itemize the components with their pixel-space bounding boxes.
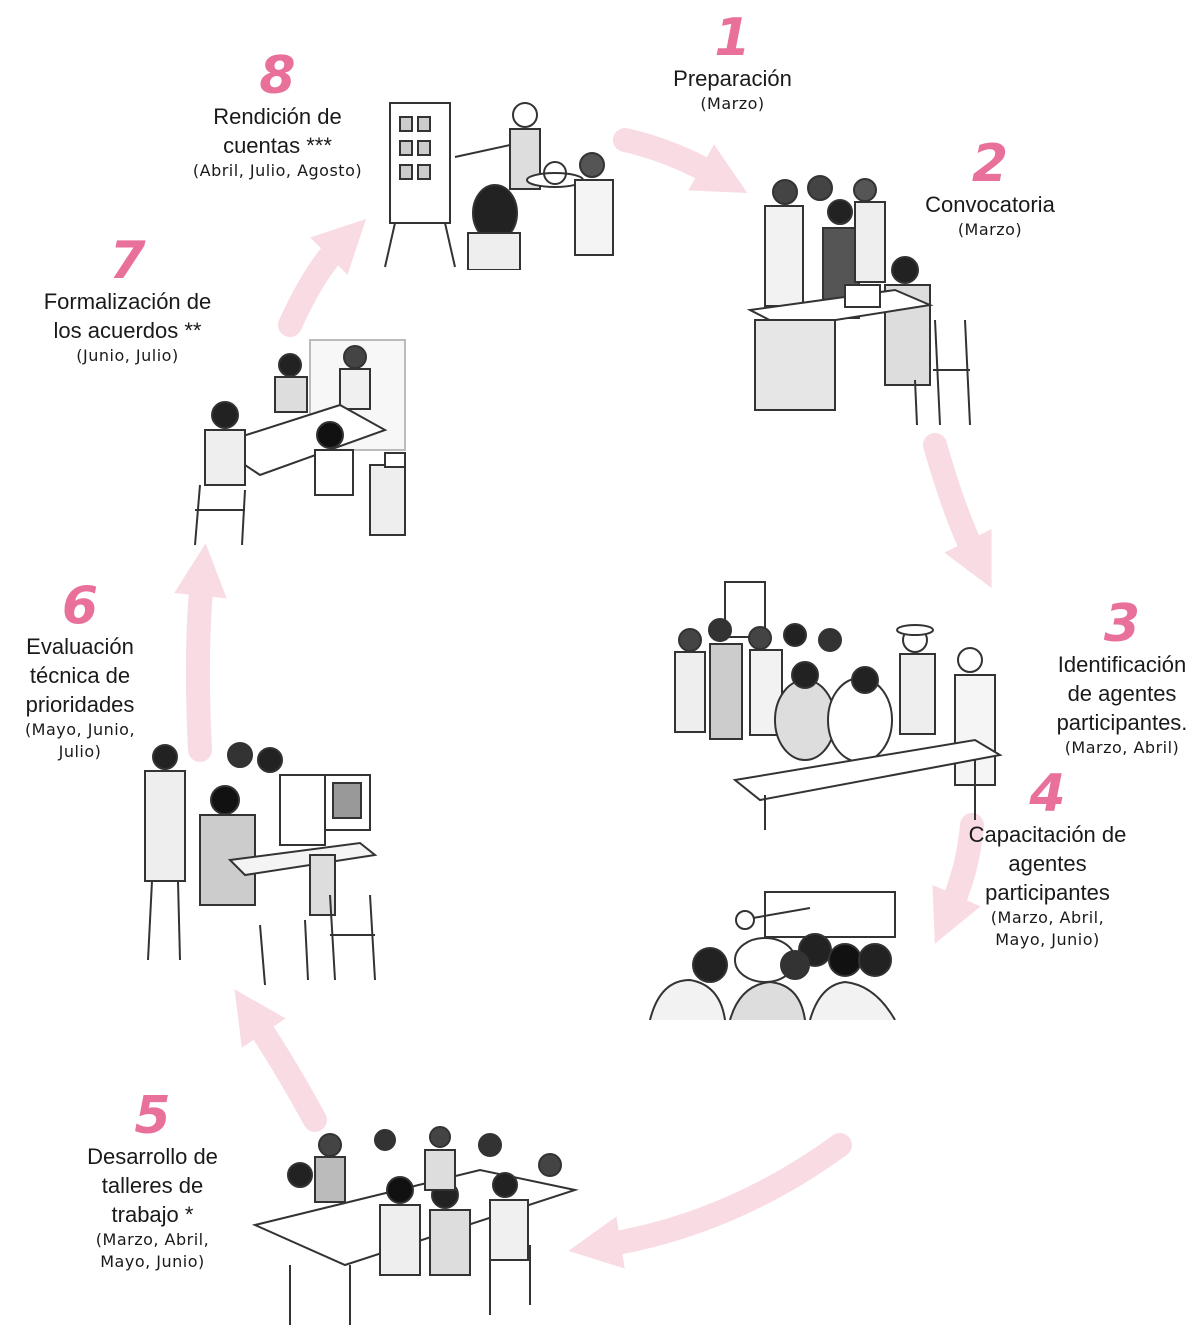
arrow-8-to-1 bbox=[613, 128, 748, 193]
registration-desk-illustration bbox=[745, 170, 975, 435]
arrow-2-to-3 bbox=[923, 433, 992, 589]
step-1-months: (Marzo) bbox=[700, 94, 765, 113]
arrow-5-to-6 bbox=[234, 989, 327, 1132]
step-2-number: 2 bbox=[971, 134, 1009, 194]
arrow-4-to-5 bbox=[568, 1133, 852, 1269]
step-7-title: Formalización de los acuerdos ** bbox=[43, 289, 212, 343]
step-3-months: (Marzo, Abril) bbox=[1064, 738, 1180, 757]
step-8-months: (Abril, Julio, Agosto) bbox=[192, 161, 363, 180]
step-6-title: Evaluación técnica de prioridades bbox=[25, 634, 135, 717]
step-4: 4 Capacitación de agentes participantes … bbox=[950, 768, 1145, 951]
step-4-title: Capacitación de agentes participantes bbox=[968, 822, 1127, 905]
accountability-presentation-illustration bbox=[370, 95, 620, 270]
step-6-number: 6 bbox=[61, 576, 99, 636]
step-7-number: 7 bbox=[109, 231, 146, 291]
step-7-months: (Junio, Julio) bbox=[76, 346, 179, 365]
step-3-title: Identificación de agentes participantes. bbox=[1056, 652, 1188, 735]
meeting-agreements-illustration bbox=[180, 335, 410, 550]
step-1-title: Preparación bbox=[673, 66, 792, 91]
group-identification-illustration bbox=[665, 580, 1010, 835]
step-5-number: 5 bbox=[134, 1086, 171, 1146]
arrow-3-to-4 bbox=[932, 813, 984, 944]
step-1: 1 Preparación (Marzo) bbox=[640, 12, 825, 115]
step-5-months: (Marzo, Abril, Mayo, Junio) bbox=[95, 1230, 210, 1271]
arrow-6-to-7 bbox=[174, 543, 227, 762]
step-8: 8 Rendición de cuentas *** (Abril, Julio… bbox=[165, 50, 390, 182]
training-audience-illustration bbox=[645, 890, 900, 1020]
step-2-months: (Marzo) bbox=[957, 220, 1023, 239]
step-4-number: 4 bbox=[1029, 764, 1066, 824]
arrow-7-to-8 bbox=[278, 218, 367, 337]
step-2: 2 Convocatoria (Marzo) bbox=[895, 138, 1085, 241]
step-3: 3 Identificación de agentes participante… bbox=[1042, 598, 1202, 759]
computer-evaluation-illustration bbox=[130, 735, 385, 990]
step-6: 6 Evaluación técnica de prioridades (May… bbox=[0, 580, 160, 763]
step-8-title: Rendición de cuentas *** bbox=[213, 104, 342, 158]
step-5-title: Desarrollo de talleres de trabajo * bbox=[87, 1144, 218, 1227]
step-7: 7 Formalización de los acuerdos ** (Juni… bbox=[20, 235, 235, 367]
step-6-months: (Mayo, Junio, Julio) bbox=[24, 720, 136, 761]
step-1-number: 1 bbox=[714, 8, 751, 68]
step-5: 5 Desarrollo de talleres de trabajo * (M… bbox=[60, 1090, 245, 1273]
workshop-table-illustration bbox=[250, 1115, 580, 1330]
step-8-number: 8 bbox=[259, 46, 296, 106]
step-2-title: Convocatoria bbox=[925, 192, 1055, 217]
step-3-number: 3 bbox=[1103, 594, 1141, 654]
step-4-months: (Marzo, Abril, Mayo, Junio) bbox=[990, 908, 1105, 949]
